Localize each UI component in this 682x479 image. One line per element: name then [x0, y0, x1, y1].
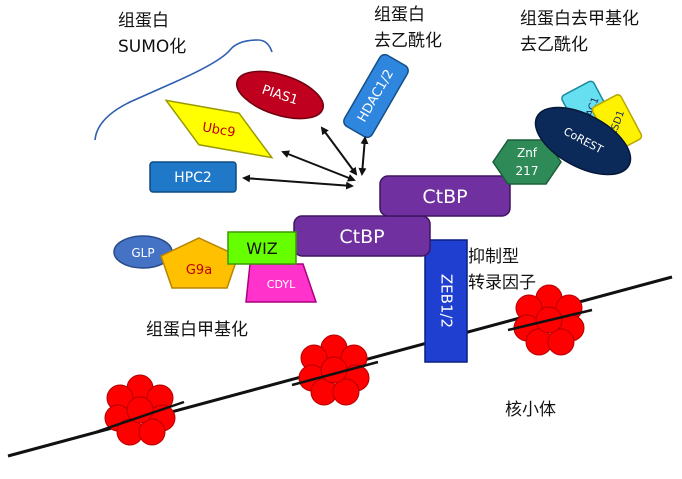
znf217-label-line1: Znf [517, 146, 538, 160]
lsd1-protein: LSD1 [591, 94, 643, 152]
caption-nucleosome: 核小体 [505, 400, 556, 420]
ctbp-upper-label: CtBP [422, 186, 467, 208]
ubc9-protein: Ubc9 [164, 99, 274, 159]
zeb12-label: ZEB1/2 [438, 274, 456, 328]
caption-demethyl-line1: 组蛋白去甲基化 [520, 9, 639, 29]
cdyl-protein: CDYL [245, 263, 318, 303]
pias1-protein: PIAS1 [236, 70, 324, 120]
caption-repressor-line1: 抑制型 [468, 247, 519, 267]
glp-label: GLP [131, 246, 154, 260]
glp-protein: GLP [113, 235, 173, 269]
hdac12-protein: HDAC1/2 [343, 53, 409, 139]
arrow-pias1 [320, 126, 358, 176]
znf217-protein: Znf 217 [492, 139, 562, 185]
hpc2-label: HPC2 [174, 170, 212, 186]
wiz-label: WIZ [246, 239, 278, 258]
ctbp-lower-protein: CtBP [293, 215, 431, 257]
sumo-bracket [94, 39, 273, 141]
zeb12-protein: ZEB1/2 [424, 239, 468, 363]
g9a-label: G9a [186, 263, 212, 278]
ubc9-label: Ubc9 [201, 120, 236, 141]
g9a-protein: G9a [160, 237, 239, 289]
nucleosome-2 [291, 334, 379, 406]
interaction-arrows [242, 126, 369, 190]
caption-demethyl-line2: 去乙酰化 [520, 35, 588, 55]
arrow-hpc2 [242, 174, 354, 190]
ctbp-lower-label: CtBP [339, 226, 384, 248]
nucleosome-1 [95, 374, 185, 446]
caption-deacetyl-line1: 组蛋白 [374, 5, 425, 25]
caption-sumo-line1: 组蛋白 [118, 11, 169, 31]
caption-repressor-line2: 转录因子 [468, 273, 536, 293]
nucleosome-3 [507, 284, 593, 356]
arrow-hdac12 [358, 136, 369, 176]
ctbp-upper-protein: CtBP [379, 175, 511, 217]
caption-deacetyl-line2: 去乙酰化 [374, 31, 442, 51]
znf217-label-line2: 217 [516, 164, 539, 178]
corest-protein: CoREST [534, 106, 632, 176]
caption-sumo-line2: SUMO化 [118, 37, 186, 57]
caption-methyl: 组蛋白甲基化 [146, 320, 248, 340]
hpc2-protein: HPC2 [149, 161, 237, 193]
wiz-protein: WIZ [227, 231, 297, 265]
cdyl-label: CDYL [267, 278, 296, 291]
